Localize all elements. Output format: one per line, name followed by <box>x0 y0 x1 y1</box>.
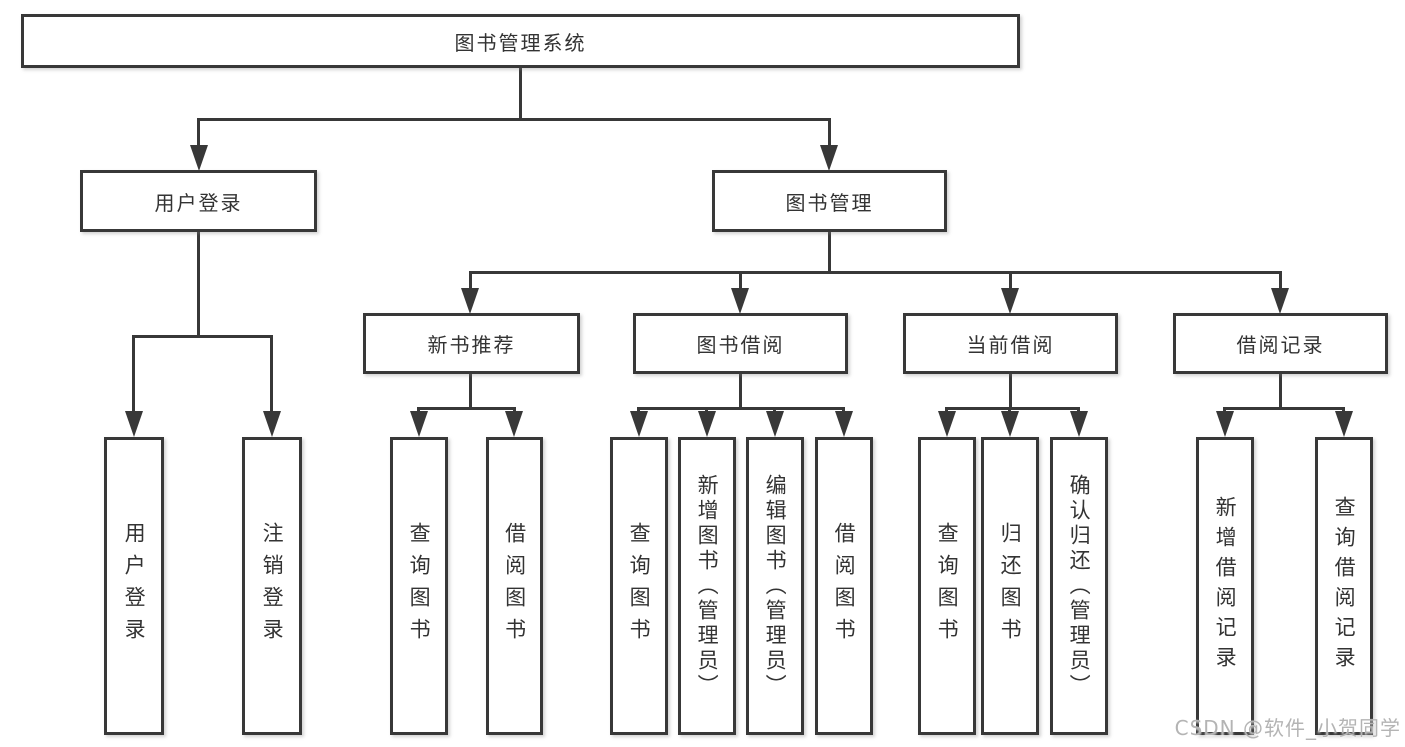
connector-line <box>197 118 831 121</box>
leaf-logout: 注销登录 <box>242 437 302 735</box>
node-label: 图书管理系统 <box>454 30 587 55</box>
arrow-down-icon <box>1001 288 1019 314</box>
connector-line <box>270 335 273 413</box>
connector-line <box>197 232 200 338</box>
node-label: 图书管理 <box>785 190 874 215</box>
leaf-label: 注销登录 <box>260 522 285 650</box>
arrow-down-icon <box>630 411 648 437</box>
connector-line <box>1223 407 1345 410</box>
leaf-label: 借阅图书 <box>832 522 857 650</box>
node-book-management: 图书管理 <box>712 170 947 232</box>
arrow-down-icon <box>938 411 956 437</box>
leaf-query-books: 查询图书 <box>390 437 448 735</box>
leaf-label: 查询图书 <box>935 522 960 650</box>
arrow-down-icon <box>1216 411 1234 437</box>
leaf-user-login: 用户登录 <box>104 437 164 735</box>
leaf-label: 新增借阅记录 <box>1213 496 1238 676</box>
connector-line <box>945 407 1080 410</box>
arrow-down-icon <box>1271 288 1289 314</box>
node-borrowing-records: 借阅记录 <box>1173 313 1388 374</box>
arrow-down-icon <box>410 411 428 437</box>
connector-line <box>469 374 472 410</box>
connector-line <box>519 68 522 121</box>
arrow-down-icon <box>820 145 838 171</box>
node-label: 新书推荐 <box>427 333 516 357</box>
leaf-label: 编辑图书（管理员） <box>763 473 788 699</box>
arrow-down-icon <box>505 411 523 437</box>
leaf-edit-book-admin: 编辑图书（管理员） <box>746 437 804 735</box>
node-label: 图书借阅 <box>696 333 785 357</box>
connector-line <box>469 271 1282 274</box>
connector-line <box>469 271 472 291</box>
csdn-watermark: CSDN @软件_小贺同学 <box>1174 716 1401 740</box>
arrow-down-icon <box>190 145 208 171</box>
leaf-label: 查询图书 <box>407 522 432 650</box>
node-label: 借阅记录 <box>1236 333 1325 357</box>
connector-line <box>828 118 831 148</box>
leaf-query-books: 查询图书 <box>610 437 668 735</box>
connector-line <box>637 407 845 410</box>
node-label: 用户登录 <box>154 190 243 215</box>
leaf-label: 确认归还（管理员） <box>1067 473 1092 699</box>
leaf-return-books: 归还图书 <box>981 437 1039 735</box>
leaf-add-borrow-record: 新增借阅记录 <box>1196 437 1254 735</box>
node-new-book-recommendation: 新书推荐 <box>363 313 580 374</box>
connector-line <box>739 374 742 410</box>
node-user-login: 用户登录 <box>80 170 317 232</box>
arrow-down-icon <box>766 411 784 437</box>
arrow-down-icon <box>125 411 143 437</box>
leaf-label: 归还图书 <box>998 522 1023 650</box>
leaf-confirm-return-admin: 确认归还（管理员） <box>1050 437 1108 735</box>
arrow-down-icon <box>1070 411 1088 437</box>
connector-line <box>1009 271 1012 291</box>
node-library-management-system: 图书管理系统 <box>21 14 1020 68</box>
connector-line <box>132 335 135 413</box>
connector-line <box>1009 374 1012 410</box>
arrow-down-icon <box>263 411 281 437</box>
leaf-label: 借阅图书 <box>502 522 527 650</box>
connector-line <box>132 335 273 338</box>
leaf-query-borrow-record: 查询借阅记录 <box>1315 437 1373 735</box>
connector-line <box>197 118 200 148</box>
leaf-query-books: 查询图书 <box>918 437 976 735</box>
connector-line <box>1279 271 1282 291</box>
connector-line <box>417 407 516 410</box>
arrow-down-icon <box>1335 411 1353 437</box>
node-current-borrowing: 当前借阅 <box>903 313 1118 374</box>
arrow-down-icon <box>1001 411 1019 437</box>
connector-line <box>739 271 742 291</box>
node-label: 当前借阅 <box>966 333 1055 357</box>
leaf-label: 查询图书 <box>627 522 652 650</box>
connector-line <box>828 232 831 274</box>
leaf-label: 查询借阅记录 <box>1332 496 1357 676</box>
leaf-add-book-admin: 新增图书（管理员） <box>678 437 736 735</box>
leaf-label: 新增图书（管理员） <box>695 473 720 699</box>
leaf-borrow-books: 借阅图书 <box>486 437 543 735</box>
arrow-down-icon <box>835 411 853 437</box>
arrow-down-icon <box>731 288 749 314</box>
leaf-borrow-books: 借阅图书 <box>815 437 873 735</box>
leaf-label: 用户登录 <box>122 522 147 650</box>
node-book-borrowing: 图书借阅 <box>633 313 848 374</box>
arrow-down-icon <box>698 411 716 437</box>
connector-line <box>1279 374 1282 410</box>
arrow-down-icon <box>461 288 479 314</box>
